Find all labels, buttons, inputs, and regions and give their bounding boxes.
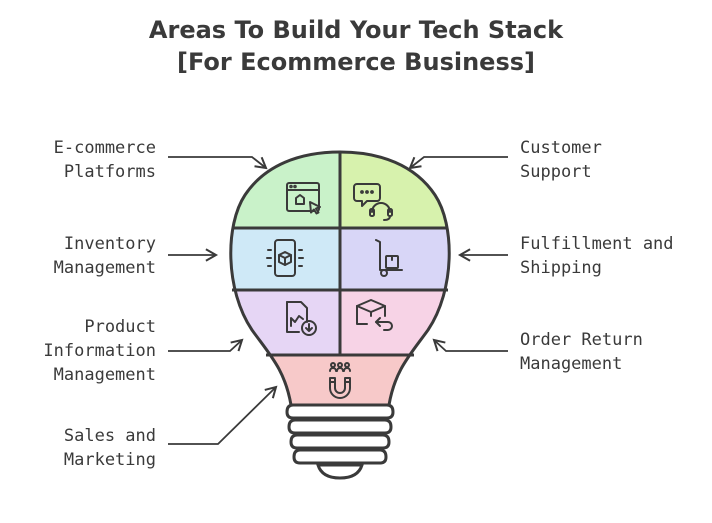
bulb-base xyxy=(285,403,395,480)
arrow-ecommerce xyxy=(168,156,268,170)
people-magnet-icon xyxy=(329,362,351,399)
diagram-title-line2: [For Ecommerce Business] xyxy=(177,48,535,76)
segment-ecommerce xyxy=(230,152,340,228)
segment-customer-support xyxy=(340,152,450,228)
mobile-box-icon xyxy=(266,239,304,277)
arrow-customer-support xyxy=(408,156,508,170)
document-chart-icon xyxy=(286,301,317,336)
box-return-icon xyxy=(356,299,393,331)
browser-cursor-icon xyxy=(286,182,321,215)
bulb-outline xyxy=(229,150,451,407)
arrow-product-info xyxy=(168,338,244,352)
hand-truck-icon xyxy=(375,239,403,277)
chat-headset-icon xyxy=(353,183,393,221)
segment-fulfillment xyxy=(340,228,450,290)
arrow-sales-marketing xyxy=(168,385,278,445)
diagram-title-line1: Areas To Build Your Tech Stack xyxy=(148,16,564,44)
arrow-order-return xyxy=(432,338,508,352)
